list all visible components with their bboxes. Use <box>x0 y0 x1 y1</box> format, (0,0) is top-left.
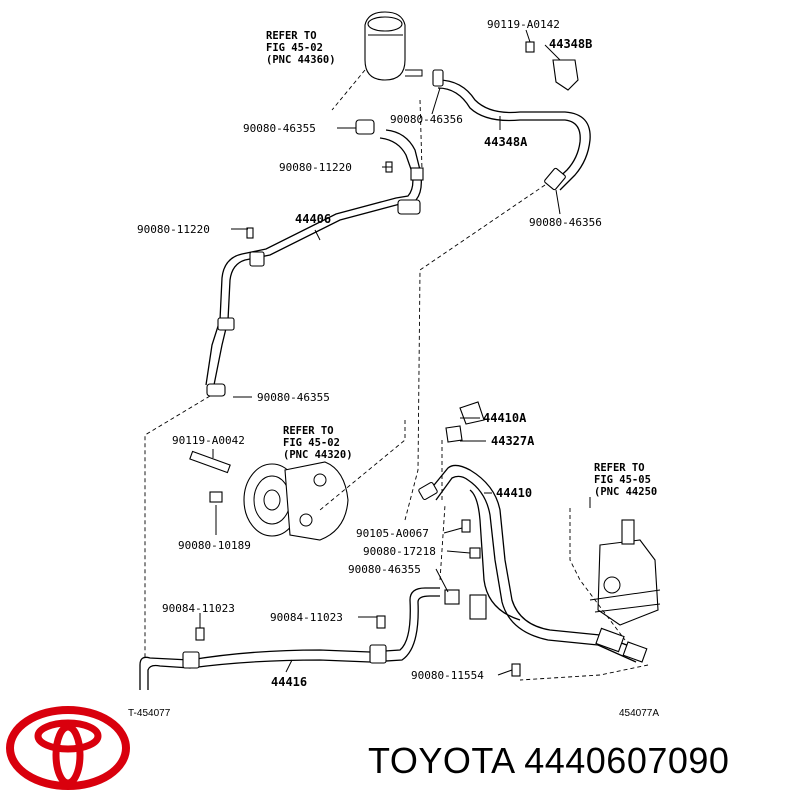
refer-line: FIG 45-05 <box>594 474 651 486</box>
part-label: 90080-46355 <box>348 563 421 576</box>
part-label: 90080-10189 <box>178 539 251 552</box>
part-label: 90084-11023 <box>270 611 343 624</box>
part-label: 44348A <box>484 135 528 149</box>
brand-part-caption: TOYOTA 4440607090 <box>368 740 729 782</box>
refer-line: (PNC 44360) <box>266 54 336 66</box>
part-label: 90080-46356 <box>390 113 463 126</box>
pump-drawing <box>189 450 349 541</box>
part-label: 44327A <box>491 434 535 448</box>
part-labels: 90119-A0142 44348B 90080-46356 90080-463… <box>137 18 602 689</box>
part-label: 44410 <box>496 486 532 500</box>
part-label: 90080-46355 <box>257 391 330 404</box>
part-label: 90080-11554 <box>411 669 484 682</box>
hose-44406 <box>205 119 424 397</box>
refer-line: REFER TO <box>594 462 645 474</box>
diagram-code-left: T-454077 <box>128 708 171 719</box>
refer-line: REFER TO <box>266 30 317 42</box>
diagram-code-right: 454077A <box>619 708 659 719</box>
hose-44416 <box>139 587 521 690</box>
refer-line: REFER TO <box>283 425 334 437</box>
steering-gear-drawing <box>589 519 661 626</box>
dashed-leaders <box>144 69 649 681</box>
part-label: 44406 <box>295 212 331 226</box>
part-label: 90080-17218 <box>363 545 436 558</box>
part-label: 44348B <box>549 37 592 51</box>
part-label: 90080-46355 <box>243 122 316 135</box>
refer-line: FIG 45-02 <box>283 437 340 449</box>
part-label: 90080-11220 <box>279 161 352 174</box>
reservoir-drawing <box>364 11 423 81</box>
part-number: 4440607090 <box>524 740 730 781</box>
part-label: 44416 <box>271 675 307 689</box>
refer-pnc-44320: REFER TO FIG 45-02 (PNC 44320) <box>283 425 353 461</box>
part-label: 90084-11023 <box>162 602 235 615</box>
part-label: 90080-11220 <box>137 223 210 236</box>
refer-pnc-44250: REFER TO FIG 45-05 (PNC 44250 <box>594 462 657 498</box>
brand-name: TOYOTA <box>368 740 514 781</box>
refer-pnc-44360: REFER TO FIG 45-02 (PNC 44360) <box>266 30 336 66</box>
refer-line: (PNC 44250 <box>594 486 657 498</box>
part-label: 90119-A0042 <box>172 434 245 447</box>
refer-line: (PNC 44320) <box>283 449 353 461</box>
part-label: 90119-A0142 <box>487 18 560 31</box>
toyota-logo <box>6 706 130 790</box>
refer-line: FIG 45-02 <box>266 42 323 54</box>
part-label: 90105-A0067 <box>356 527 429 540</box>
hose-44348a <box>432 41 591 191</box>
leader-lines <box>199 29 591 676</box>
part-label: 44410A <box>483 411 527 425</box>
part-label: 90080-46356 <box>529 216 602 229</box>
